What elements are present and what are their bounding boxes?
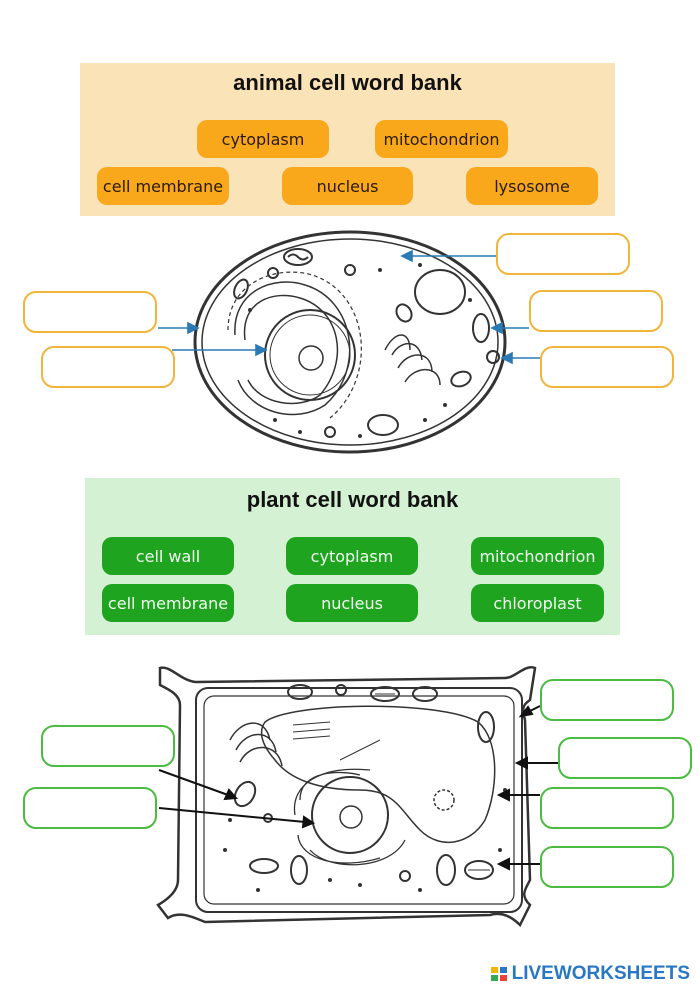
word-chip-mitochondrion[interactable]: mitochondrion [471,537,604,575]
animal-answer-box-4[interactable] [41,346,175,388]
plant-answer-box-1[interactable] [540,679,674,721]
plant-answer-box-3[interactable] [558,737,692,779]
plant-word-bank: plant cell word bank cell wall cytoplasm… [85,478,620,635]
animal-answer-box-5[interactable] [540,346,674,388]
word-chip-cell-membrane[interactable]: cell membrane [102,584,234,622]
plant-answer-box-2[interactable] [41,725,175,767]
animal-answer-box-1[interactable] [496,233,630,275]
word-chip-nucleus[interactable]: nucleus [282,167,413,205]
brand-logo: LIVEWORKSHEETS [490,963,690,985]
animal-answer-box-3[interactable] [529,290,663,332]
word-chip-chloroplast[interactable]: chloroplast [471,584,604,622]
animal-answer-box-2[interactable] [23,291,157,333]
plant-answer-box-6[interactable] [540,846,674,888]
plant-word-bank-title: plant cell word bank [246,487,459,512]
brand-name: LIVEWORKSHEETS [511,963,690,984]
plant-answer-box-5[interactable] [540,787,674,829]
animal-word-bank-title: animal cell word bank [233,70,462,95]
word-chip-cell-wall[interactable]: cell wall [102,537,234,575]
word-chip-cell-membrane[interactable]: cell membrane [97,167,229,205]
word-chip-cytoplasm[interactable]: cytoplasm [286,537,418,575]
word-chip-lysosome[interactable]: lysosome [466,167,598,205]
word-chip-nucleus[interactable]: nucleus [286,584,418,622]
word-chip-cytoplasm[interactable]: cytoplasm [197,120,329,158]
animal-cell-diagram [158,230,541,454]
word-chip-mitochondrion[interactable]: mitochondrion [375,120,508,158]
plant-answer-box-4[interactable] [23,787,157,829]
liveworksheets-logo-icon [490,967,507,981]
animal-word-bank: animal cell word bank cytoplasm mitochon… [80,63,615,216]
